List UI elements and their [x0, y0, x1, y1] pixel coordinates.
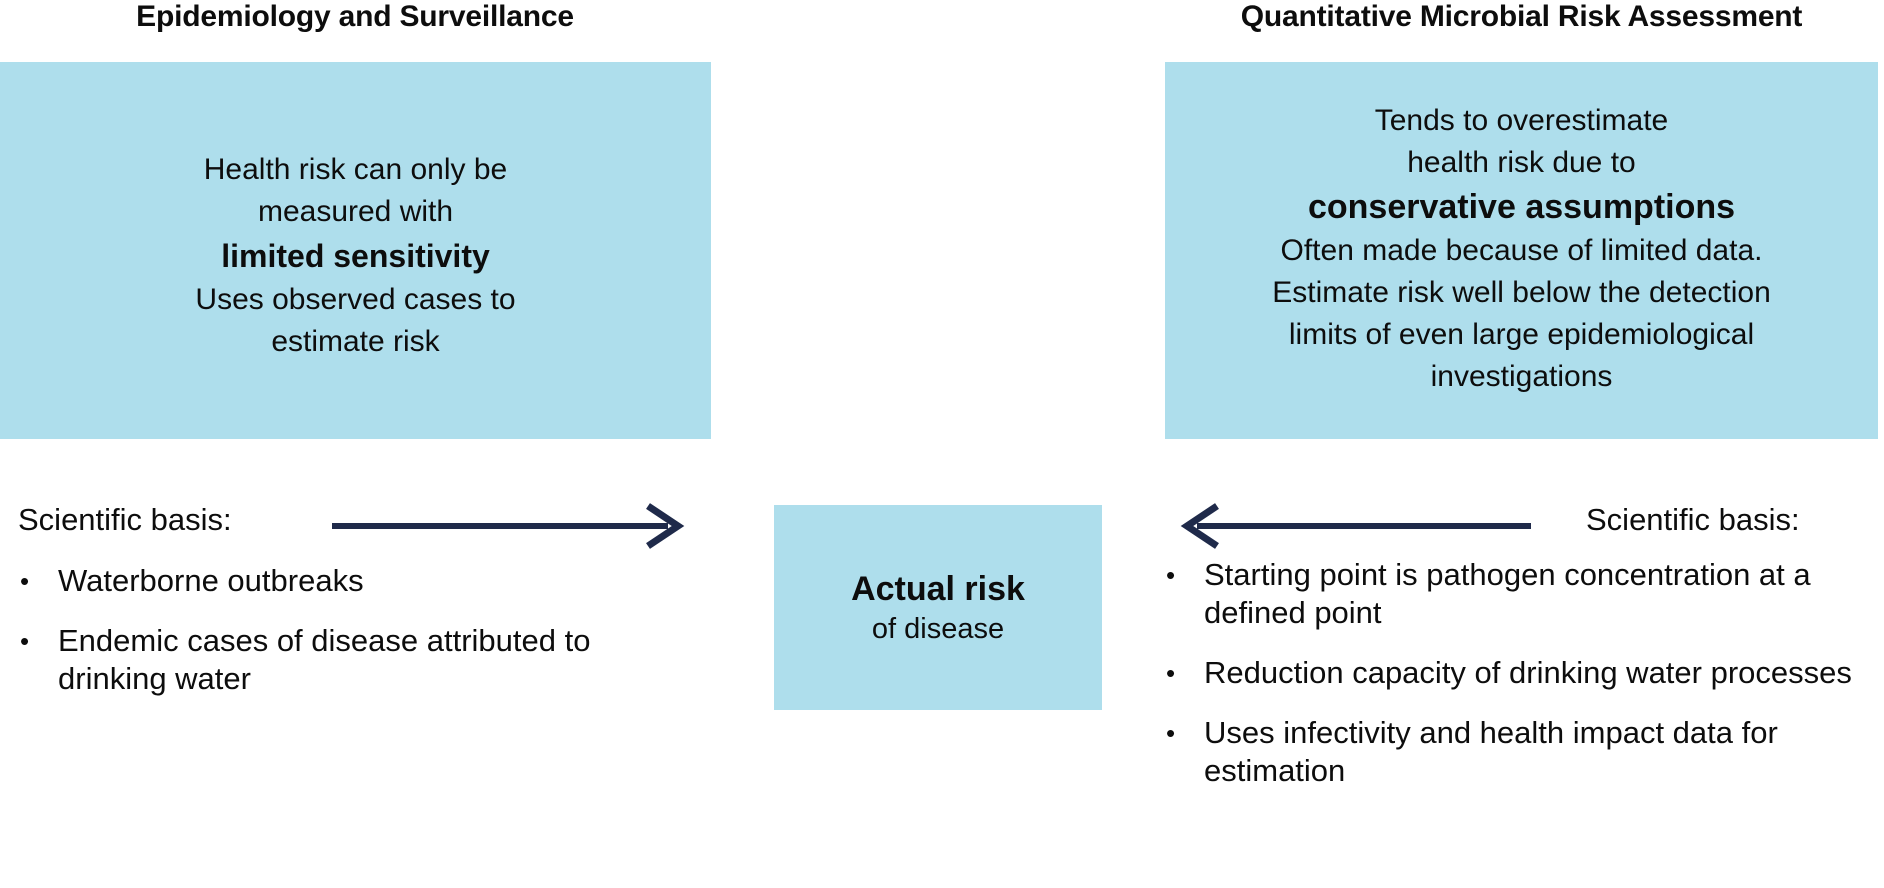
scientific-basis-label-left: Scientific basis:: [18, 502, 232, 537]
bullet-dot-icon: •: [1166, 658, 1176, 688]
panel-left-line-2: measured with: [257, 194, 454, 228]
bullet-dot-icon: •: [20, 566, 30, 596]
panel-right-line-1: Tends to overestimate: [1374, 103, 1669, 137]
list-item: • Starting point is pathogen concentrati…: [1160, 556, 1860, 632]
panel-epidemiology-text: Health risk can only be measured with li…: [122, 149, 590, 363]
bullet-text: Uses infectivity and health impact data …: [1204, 715, 1778, 788]
panel-right-line-2: health risk due to: [1407, 145, 1636, 179]
column-header-qmra: Quantitative Microbial Risk Assessment: [1240, 0, 1803, 33]
panel-right-line-5: limits of even large epidemiological: [1288, 317, 1755, 351]
scientific-basis-label-right: Scientific basis:: [1586, 502, 1800, 537]
panel-actual-risk: Actual risk of disease: [774, 505, 1102, 710]
bullet-list-right: • Starting point is pathogen concentrati…: [1160, 556, 1860, 812]
panel-left-line-4: estimate risk: [271, 324, 440, 358]
panel-right-line-6: investigations: [1430, 359, 1613, 393]
bullet-list-left: • Waterborne outbreaks • Endemic cases o…: [14, 562, 614, 720]
column-header-epidemiology: Epidemiology and Surveillance: [136, 0, 574, 33]
panel-right-line-3: Often made because of limited data.: [1280, 233, 1763, 267]
arrow-right-icon: [332, 503, 685, 549]
panel-left-line-3: Uses observed cases to: [195, 282, 516, 316]
bullet-text: Waterborne outbreaks: [58, 563, 364, 598]
list-item: • Uses infectivity and health impact dat…: [1160, 714, 1860, 790]
bullet-text: Reduction capacity of drinking water pro…: [1204, 655, 1852, 690]
panel-epidemiology: Health risk can only be measured with li…: [0, 62, 711, 439]
bullet-dot-icon: •: [20, 626, 30, 656]
panel-left-line-1: Health risk can only be: [203, 152, 508, 186]
list-item: • Reduction capacity of drinking water p…: [1160, 654, 1860, 692]
list-item: • Waterborne outbreaks: [14, 562, 614, 600]
actual-risk-subtitle: of disease: [871, 612, 1005, 645]
arrow-left-icon: [1180, 503, 1531, 549]
list-item: • Endemic cases of disease attributed to…: [14, 622, 614, 698]
panel-left-emphasis: limited sensitivity: [221, 237, 490, 274]
bullet-text: Endemic cases of disease attributed to d…: [58, 623, 591, 696]
panel-qmra-text: Tends to overestimate health risk due to…: [1165, 100, 1878, 398]
bullet-text: Starting point is pathogen concentration…: [1204, 557, 1811, 630]
actual-risk-title: Actual risk: [851, 569, 1025, 608]
bullet-dot-icon: •: [1166, 560, 1176, 590]
panel-qmra: Tends to overestimate health risk due to…: [1165, 62, 1878, 439]
panel-right-emphasis: conservative assumptions: [1307, 187, 1736, 226]
bullet-dot-icon: •: [1166, 718, 1176, 748]
panel-right-line-4: Estimate risk well below the detection: [1272, 275, 1771, 309]
